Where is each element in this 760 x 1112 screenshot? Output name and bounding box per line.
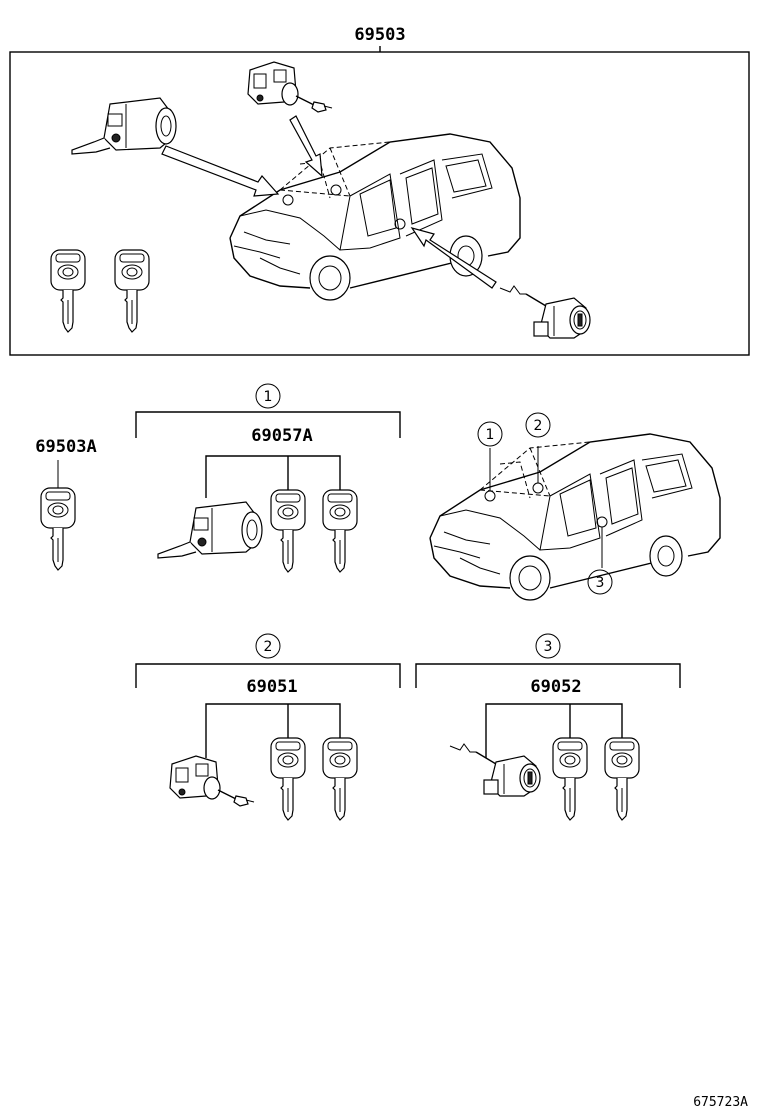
group-1-bracket xyxy=(135,411,401,438)
group-1-callout-circle xyxy=(255,383,281,409)
group-1-callout: 1 xyxy=(264,389,273,405)
main-key-1 xyxy=(50,249,86,333)
main-assembly-part-number: 69503 xyxy=(354,25,405,45)
group-2-bracket xyxy=(135,663,401,688)
arrow-glove-box xyxy=(289,115,323,178)
drawing-reference: 675723A xyxy=(693,1095,748,1110)
arrow-door xyxy=(410,226,497,289)
locator-vehicle-illustration xyxy=(429,433,721,601)
main-key-2 xyxy=(114,249,150,333)
group-2-key-2 xyxy=(322,737,358,821)
group-2-callout-circle xyxy=(255,633,281,659)
group-3-key-1 xyxy=(552,737,588,821)
locator-callout-2-circle xyxy=(525,412,551,438)
main-vehicle-illustration xyxy=(229,133,521,301)
group-3-leader xyxy=(485,703,623,758)
locator-callout-3-circle xyxy=(587,569,613,595)
locator-callout-1: 1 xyxy=(486,427,495,443)
group-2-key-1 xyxy=(270,737,306,821)
locator-callout-1-circle xyxy=(477,421,503,447)
group-1-key-1 xyxy=(270,489,306,573)
group-1-ignition-lock-cylinder xyxy=(157,501,263,559)
group-3-callout-circle xyxy=(535,633,561,659)
group-3-callout: 3 xyxy=(544,639,553,655)
group-2-glove-box-lock-cylinder xyxy=(169,755,255,807)
main-assembly-frame xyxy=(9,51,750,356)
standalone-key xyxy=(40,487,76,571)
locator-callout-2: 2 xyxy=(534,418,543,434)
group-3-door-lock-cylinder xyxy=(449,743,541,797)
group-3-part-number: 69052 xyxy=(530,677,581,697)
group-2-part-number: 69051 xyxy=(246,677,297,697)
group-1-key-2 xyxy=(322,489,358,573)
group-3-key-2 xyxy=(604,737,640,821)
group-1-leader xyxy=(205,455,341,498)
arrow-ignition xyxy=(161,145,280,197)
standalone-key-part-number: 69503A xyxy=(35,437,96,457)
group-3-bracket xyxy=(415,663,681,688)
group-1-part-number: 69057A xyxy=(251,426,312,446)
main-door-lock-cylinder xyxy=(499,285,591,339)
locator-callout-3: 3 xyxy=(596,575,605,591)
main-ignition-lock-cylinder xyxy=(71,97,177,155)
group-2-callout: 2 xyxy=(264,639,273,655)
group-2-leader xyxy=(205,703,341,758)
main-glove-box-lock-cylinder xyxy=(247,61,333,113)
